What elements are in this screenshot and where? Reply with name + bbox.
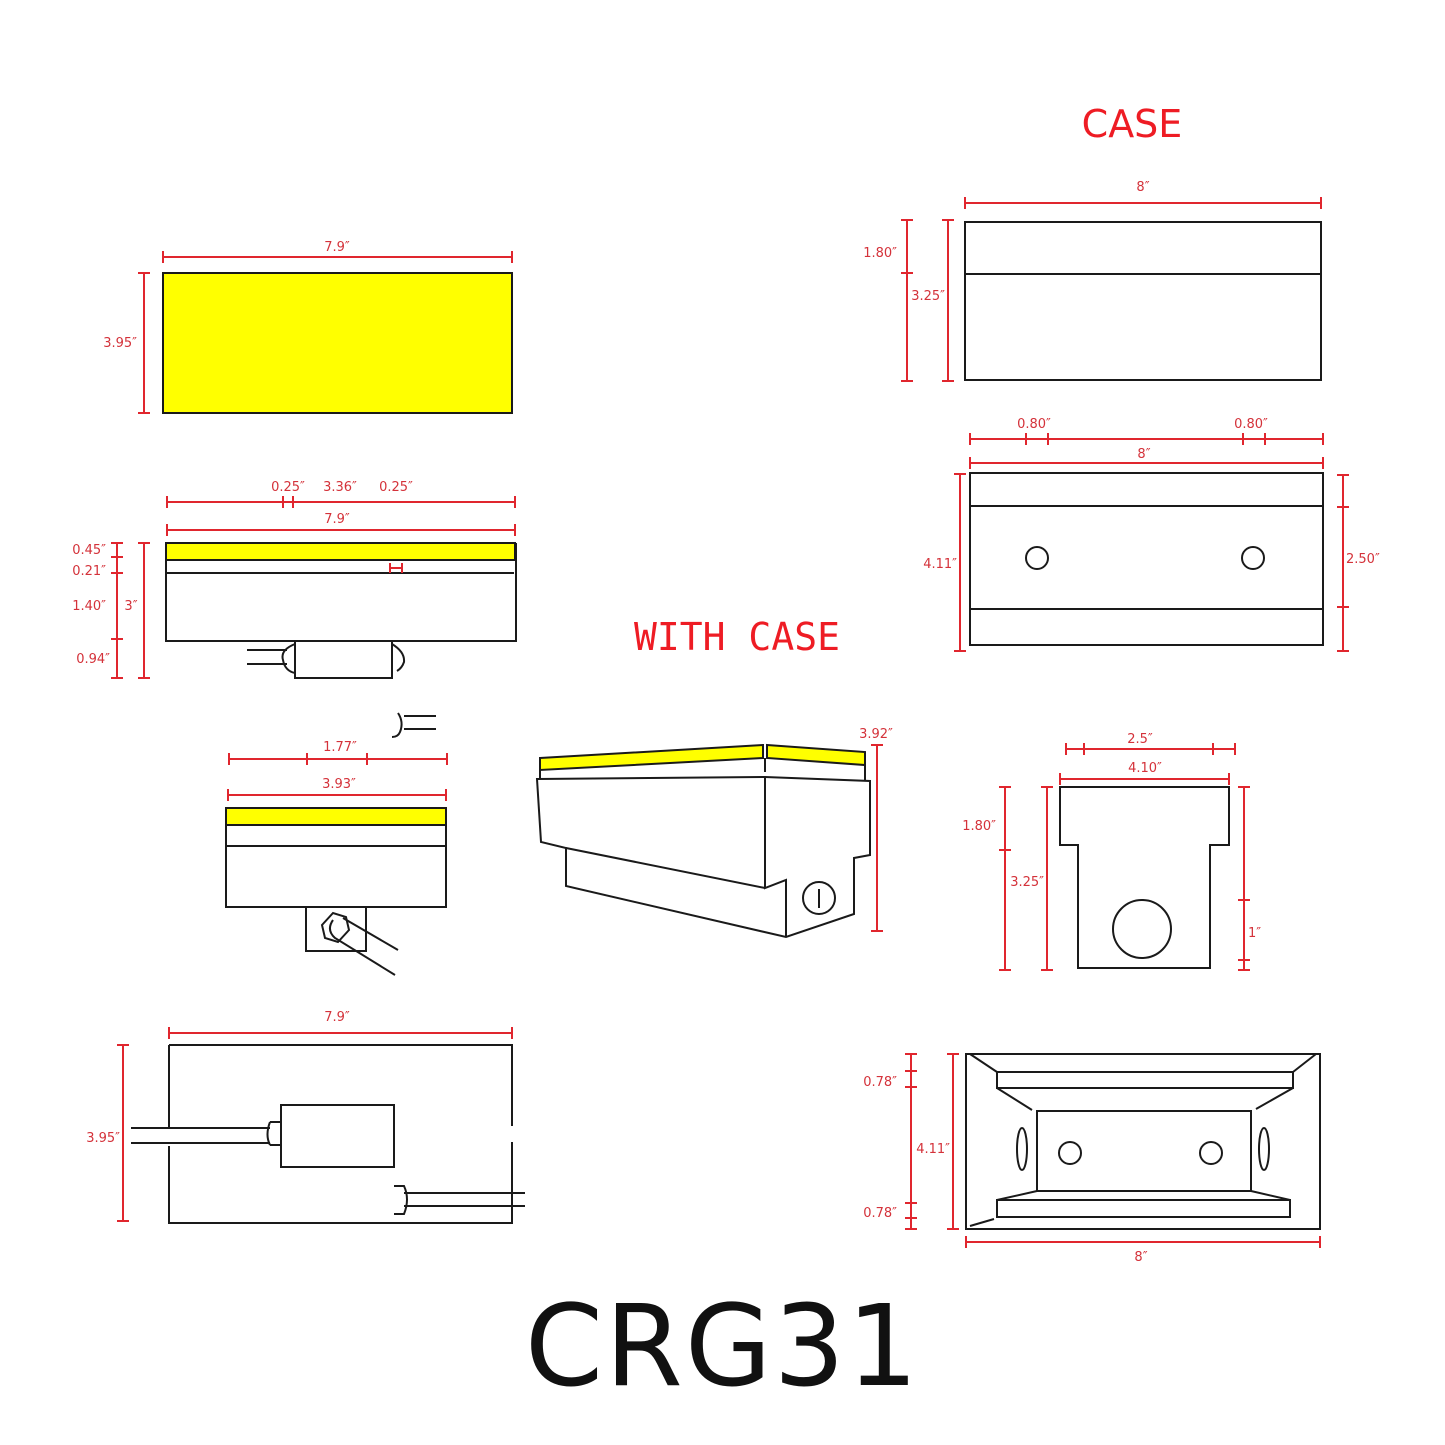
- lens-face: [162, 272, 513, 414]
- front-seg-2-label: 3.36″: [323, 480, 357, 495]
- case-bottom-lip-top-label: 0.78″: [863, 1075, 897, 1090]
- top-lens-view: 7.9″ 3.95″: [103, 240, 513, 414]
- case-front-upper-label: 1.80″: [863, 246, 897, 261]
- case-top-view: 0.80″ 0.80″ 8″ 4.11″ 2.50″: [923, 417, 1380, 652]
- end-side-view: 1.77″ 3.93″: [225, 712, 448, 976]
- case-top-inner-label: 2.50″: [1346, 552, 1380, 567]
- front-total-height-label: 3″: [124, 599, 137, 614]
- front-seg-1-label: 0.25″: [271, 480, 305, 495]
- with-case-height-label: 3.92″: [859, 727, 893, 742]
- case-end-inner-label: 2.5″: [1127, 732, 1153, 747]
- case-front-width-label: 8″: [1136, 180, 1149, 195]
- case-title: CASE: [1082, 102, 1183, 146]
- with-case-title: WITH CASE: [634, 615, 840, 659]
- model-number: CRG31: [524, 1282, 921, 1412]
- end-inner-label: 1.77″: [323, 740, 357, 755]
- case-top-offset-right-label: 0.80″: [1234, 417, 1268, 432]
- bottom-width-label: 7.9″: [324, 1010, 350, 1025]
- front-width-label: 7.9″: [324, 512, 350, 527]
- case-end-view: 2.5″ 4.10″ 1.80″ 3.25″ 1″: [962, 732, 1261, 971]
- case-end-total-label: 3.25″: [1010, 875, 1044, 890]
- case-end-hole-label: 1″: [1248, 926, 1261, 941]
- case-top-width-label: 8″: [1137, 447, 1150, 462]
- front-side-view: 0.25″ 3.36″ 0.25″ 7.9″ 0.45″ 0.21″ 1.40″…: [72, 480, 517, 679]
- case-end-width-label: 4.10″: [1128, 761, 1162, 776]
- front-seg-3-label: 0.25″: [379, 480, 413, 495]
- front-stack-3-label: 1.40″: [72, 599, 106, 614]
- case-bottom-depth-label: 4.11″: [916, 1142, 950, 1157]
- case-bottom-view: 0.78″ 4.11″ 0.78″ 8″: [863, 1053, 1321, 1265]
- bottom-height-label: 3.95″: [86, 1131, 120, 1146]
- case-top-depth-label: 4.11″: [923, 557, 957, 572]
- case-front-view: 8″ 1.80″ 3.25″: [863, 180, 1322, 382]
- with-case-iso-view: 3.92″: [535, 727, 893, 939]
- case-front-total-label: 3.25″: [911, 289, 945, 304]
- case-bottom-width-label: 8″: [1134, 1250, 1147, 1265]
- bottom-view: 7.9″ 3.95″: [86, 1010, 525, 1224]
- front-stack-4-label: 0.94″: [76, 652, 110, 667]
- top-lens-width-label: 7.9″: [324, 240, 350, 255]
- case-end-upper-label: 1.80″: [962, 819, 996, 834]
- top-lens-height-label: 3.95″: [103, 336, 137, 351]
- front-stack-2-label: 0.21″: [72, 564, 106, 579]
- end-width-label: 3.93″: [322, 777, 356, 792]
- case-bottom-lip-bottom-label: 0.78″: [863, 1206, 897, 1221]
- front-stack-1-label: 0.45″: [72, 543, 106, 558]
- case-top-offset-left-label: 0.80″: [1017, 417, 1051, 432]
